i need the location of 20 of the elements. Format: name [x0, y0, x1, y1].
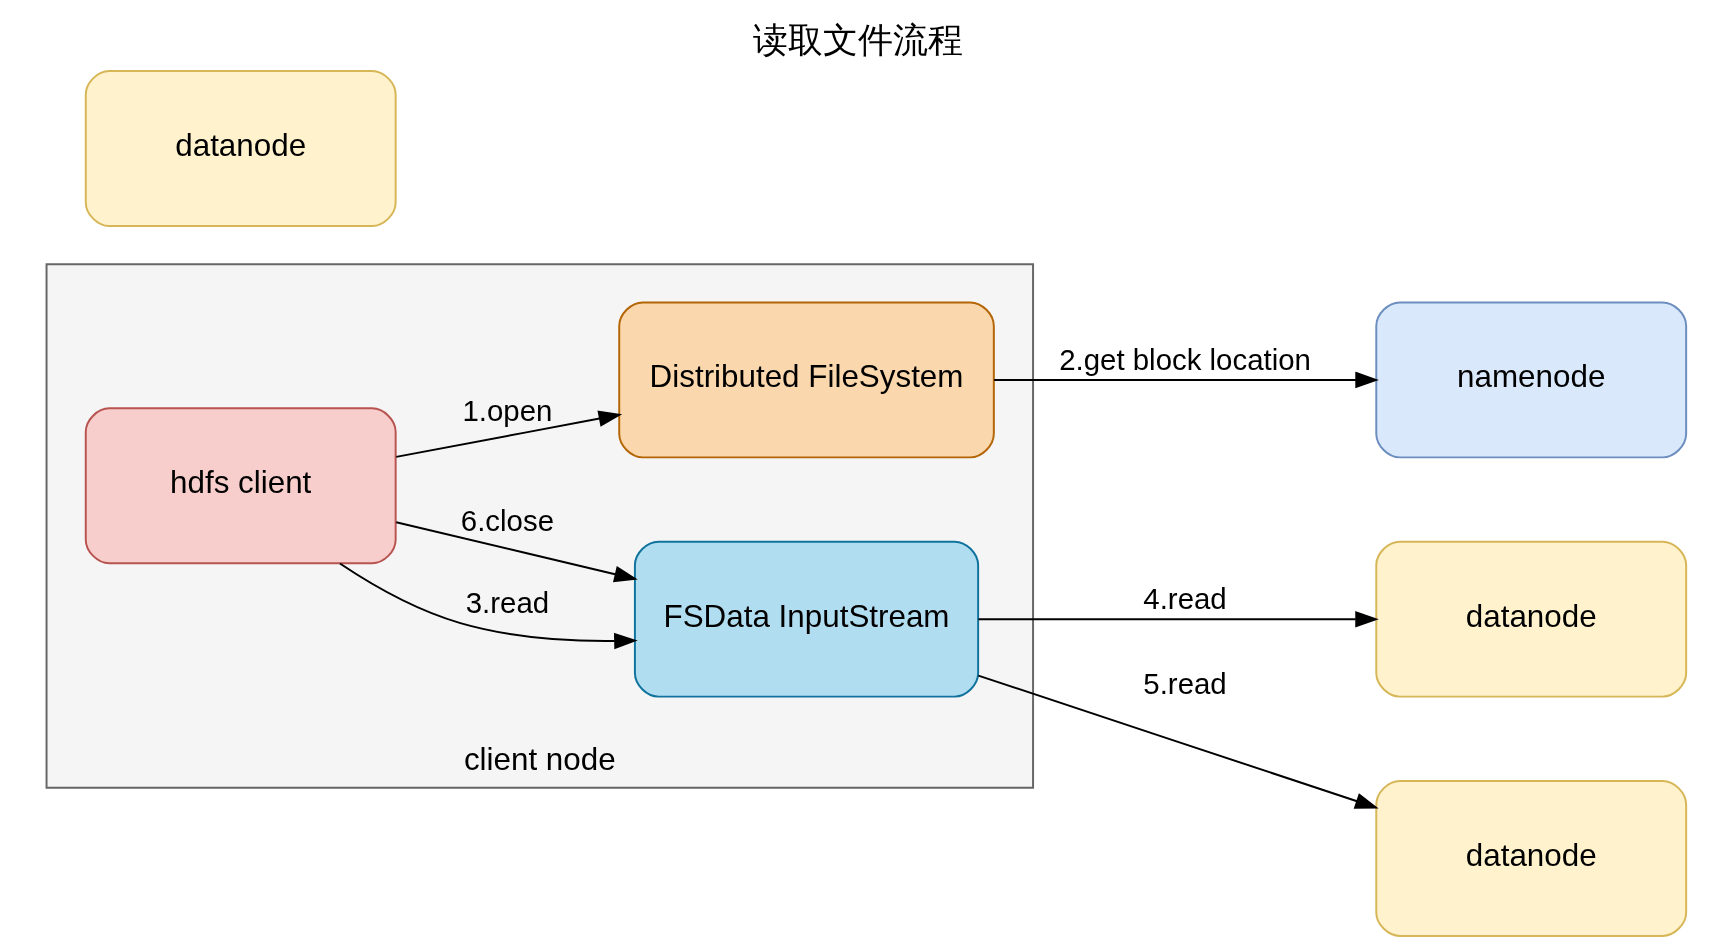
edge-label: 5.read: [1142, 666, 1227, 700]
diagram-title: 读取文件流程: [753, 20, 963, 60]
node-box: datanode: [1374, 540, 1687, 698]
arrow: [394, 410, 622, 458]
edge-label: 3.read: [465, 586, 549, 620]
edge-label: 6.close: [460, 503, 554, 537]
node-box: datanode: [1374, 780, 1687, 937]
edge-label: 2.get block location: [1058, 343, 1311, 377]
node-box: Distributed FileSystem: [617, 301, 995, 459]
edge-label: 4.read: [1142, 582, 1227, 616]
node-box: datanode: [84, 70, 397, 227]
arrow: [976, 674, 1379, 809]
arrow: [976, 610, 1379, 628]
node-box: namenode: [1374, 301, 1687, 459]
node-box: hdfs client: [84, 407, 397, 565]
edge-label: 1.open: [461, 394, 552, 428]
arrow: [992, 371, 1379, 389]
arrow: [394, 521, 638, 583]
arrow: [338, 562, 638, 650]
node-box: FSData InputStream: [633, 540, 979, 698]
